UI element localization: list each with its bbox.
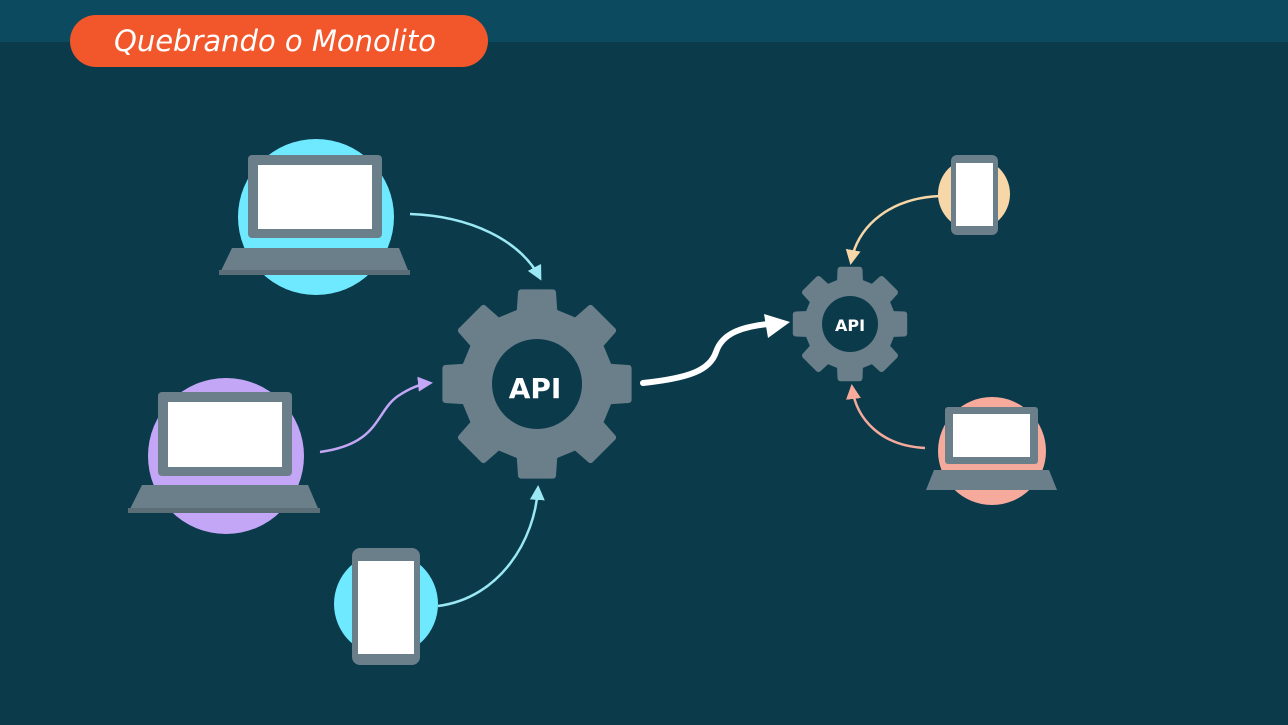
phone-client-top-right [938,155,1010,235]
arrow-main-to-secondary-api [640,321,771,386]
arrow-phone-to-api [437,485,545,608]
secondary-api-label: API [835,316,865,335]
arrow-phone-right-to-api [845,194,941,265]
phone-client-bottom [334,548,438,665]
arrow-laptop-top-to-api [409,212,542,281]
laptop-client-middle [128,378,320,534]
main-api-label: API [509,372,562,405]
laptop-client-top [219,139,410,295]
secondary-api-gateway-gear: API [792,266,908,382]
page-title: Quebrando o Monolito [70,15,488,67]
arrow-laptop-middle-to-api [319,376,433,454]
arrow-laptop-right-to-api [846,384,926,450]
laptop-client-right [926,397,1057,505]
arrow-main-to-secondary-api-head [764,314,790,338]
main-api-gateway-gear: API [442,289,632,479]
